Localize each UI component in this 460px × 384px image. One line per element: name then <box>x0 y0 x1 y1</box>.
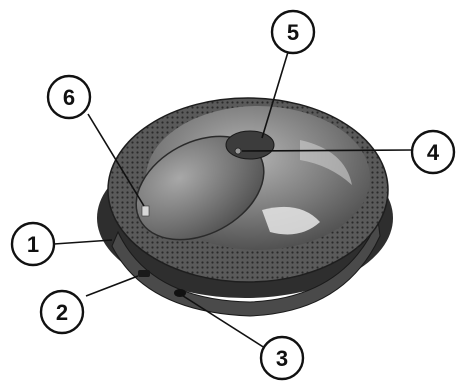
callout-4: 4 <box>412 131 454 173</box>
callout-2: 2 <box>41 291 83 333</box>
edge-indicator <box>142 206 149 216</box>
side-port <box>138 270 150 277</box>
callout-5: 5 <box>272 11 314 53</box>
callout-number: 6 <box>63 85 75 110</box>
leader-line-1 <box>54 240 112 244</box>
callout-1: 1 <box>12 223 54 265</box>
callout-3: 3 <box>261 337 303 379</box>
leader-line-4 <box>242 150 412 151</box>
callout-number: 3 <box>276 346 288 371</box>
callout-6: 6 <box>48 76 90 118</box>
device-illustration <box>97 98 393 316</box>
center-led <box>235 148 241 154</box>
callout-number: 4 <box>427 140 440 165</box>
callout-number: 2 <box>56 300 68 325</box>
callout-number: 1 <box>27 232 39 257</box>
callout-number: 5 <box>287 20 299 45</box>
leader-line-2 <box>86 276 138 296</box>
control-ring <box>226 131 274 159</box>
